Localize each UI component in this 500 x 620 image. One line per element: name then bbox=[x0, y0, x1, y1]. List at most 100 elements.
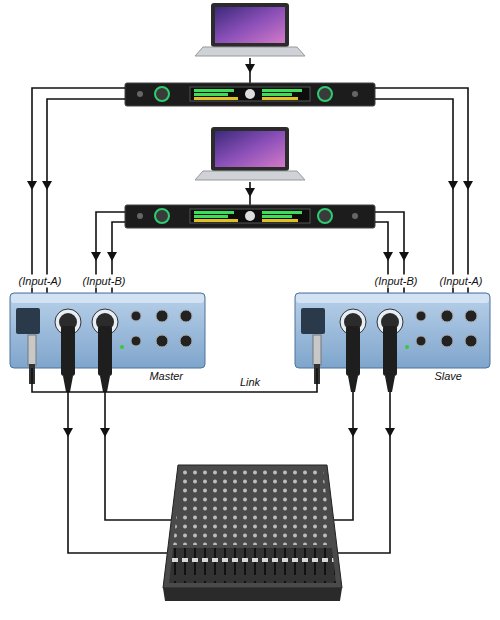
jack bbox=[441, 310, 453, 322]
meter bbox=[262, 211, 302, 214]
jack bbox=[137, 213, 143, 219]
laptop-base bbox=[195, 47, 305, 56]
laptop-screen bbox=[215, 7, 285, 43]
laptop bbox=[195, 3, 305, 56]
arrowhead bbox=[448, 181, 458, 190]
panel bbox=[301, 308, 325, 334]
wire bbox=[334, 392, 353, 520]
logo bbox=[245, 89, 255, 99]
jack bbox=[416, 336, 426, 346]
jack bbox=[441, 335, 453, 347]
arrowhead bbox=[385, 428, 395, 437]
wire bbox=[47, 99, 125, 300]
wire bbox=[68, 392, 167, 553]
jack bbox=[465, 335, 477, 347]
arrowhead bbox=[27, 181, 37, 190]
jack bbox=[156, 310, 168, 322]
arrowhead bbox=[348, 428, 358, 437]
xlr-plug bbox=[100, 376, 110, 392]
meter bbox=[194, 215, 228, 218]
knob bbox=[318, 209, 332, 223]
display bbox=[190, 209, 310, 223]
mixer bbox=[163, 465, 342, 601]
arrowhead bbox=[463, 181, 473, 190]
laptop bbox=[195, 127, 305, 180]
arrowhead bbox=[107, 252, 117, 261]
led bbox=[120, 345, 124, 349]
wire bbox=[375, 222, 388, 300]
jack bbox=[131, 336, 141, 346]
arrowhead bbox=[100, 428, 110, 437]
jack bbox=[131, 311, 141, 321]
laptop-bezel bbox=[211, 3, 289, 47]
meter bbox=[194, 89, 234, 92]
xlr-plug bbox=[348, 376, 358, 392]
xlr-plug bbox=[383, 326, 397, 376]
xlr-plug bbox=[61, 326, 75, 376]
meter bbox=[262, 89, 302, 92]
wire bbox=[338, 392, 390, 553]
radial-box bbox=[10, 293, 205, 392]
wire bbox=[105, 392, 171, 520]
jack bbox=[352, 91, 358, 97]
jack bbox=[180, 310, 192, 322]
input-label: (Input-B) bbox=[373, 275, 420, 288]
quarter-inch-plug bbox=[313, 335, 321, 365]
led bbox=[405, 345, 409, 349]
meter bbox=[262, 93, 292, 96]
di-box: Master bbox=[10, 293, 205, 368]
wire bbox=[375, 99, 453, 300]
mixer-front bbox=[163, 588, 342, 601]
arrowhead bbox=[63, 428, 73, 437]
arrowhead bbox=[245, 64, 255, 73]
cable-label: Link bbox=[238, 376, 262, 389]
xlr-plug bbox=[98, 326, 112, 376]
arrowhead bbox=[399, 252, 409, 261]
wire bbox=[112, 222, 125, 300]
xlr-plug bbox=[346, 326, 360, 376]
knob bbox=[155, 87, 169, 101]
jack bbox=[416, 311, 426, 321]
arrowhead bbox=[91, 252, 101, 261]
jack bbox=[180, 335, 192, 347]
jack bbox=[352, 213, 358, 219]
meter bbox=[194, 219, 238, 222]
device-name: Master bbox=[149, 370, 183, 383]
arrowhead bbox=[42, 181, 52, 190]
wire bbox=[375, 88, 468, 300]
input-label: (Input-A) bbox=[438, 275, 485, 288]
device-caption: Master bbox=[149, 370, 183, 383]
radial-box bbox=[295, 293, 490, 392]
input-label: (Input-B) bbox=[81, 275, 128, 288]
jack bbox=[137, 91, 143, 97]
xlr-plug bbox=[63, 376, 73, 392]
mixer-knobs bbox=[173, 470, 332, 545]
device-name: Slave bbox=[434, 370, 462, 383]
usb-wires bbox=[249, 58, 251, 205]
mixer-body bbox=[163, 465, 342, 588]
audio-interface bbox=[125, 83, 375, 106]
mixer-faders bbox=[169, 548, 336, 583]
audio-interface bbox=[125, 205, 375, 228]
interface-body bbox=[125, 205, 375, 228]
xlr-plug bbox=[385, 376, 395, 392]
display bbox=[190, 87, 310, 101]
jack bbox=[156, 335, 168, 347]
logo bbox=[245, 211, 255, 221]
jack bbox=[465, 310, 477, 322]
link-cable bbox=[32, 368, 317, 392]
signal-wires bbox=[32, 88, 468, 553]
input-label: (Input-A) bbox=[17, 275, 64, 288]
meter bbox=[262, 219, 298, 222]
box-top bbox=[11, 294, 204, 303]
arrowhead bbox=[245, 188, 255, 197]
di-box: Slave bbox=[295, 293, 490, 368]
box-top bbox=[296, 294, 489, 303]
wire bbox=[32, 88, 125, 300]
arrowheads bbox=[27, 64, 473, 437]
meter bbox=[194, 97, 238, 100]
interface-body bbox=[125, 83, 375, 106]
